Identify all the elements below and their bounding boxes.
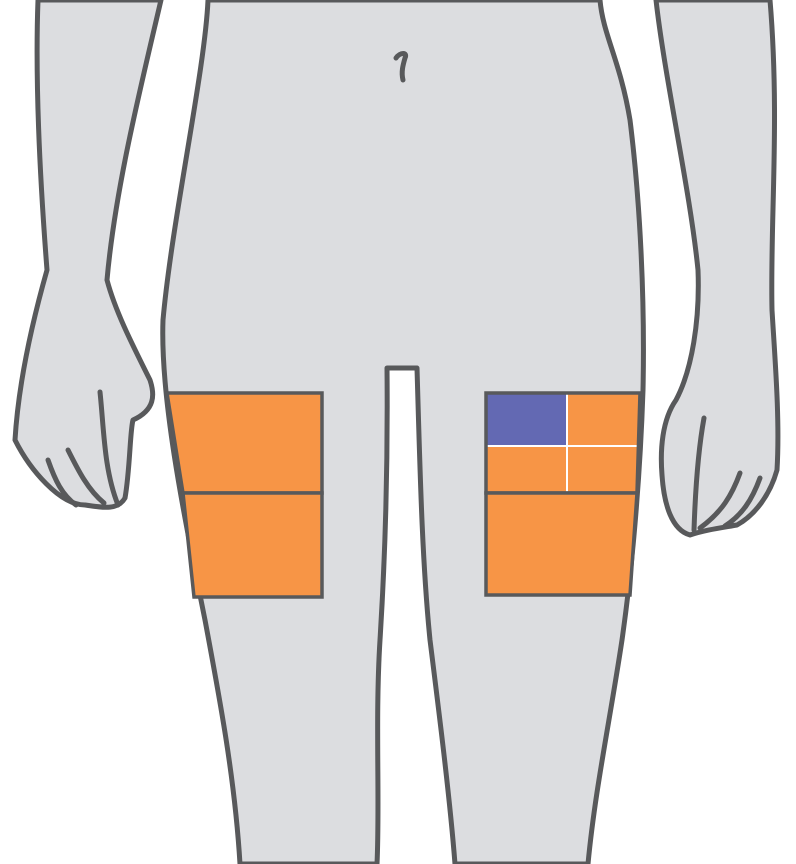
left-arm [12,0,164,510]
navel [393,51,409,83]
injection-zone-right-thigh-lower[interactable] [484,491,639,597]
injection-zone-right-thigh-upper-right-quadrant[interactable] [567,393,640,446]
left-hand-finger-2 [65,447,107,506]
right-arm [653,0,781,538]
injection-zone-left-thigh-upper[interactable] [164,391,324,495]
right-hand-thumb [691,415,707,533]
injection-zone-right-thigh-middle-left-quadrant[interactable] [486,446,567,493]
injection-zone-right-thigh-middle-right-quadrant[interactable] [567,446,638,493]
injection-zone-right-thigh-upper-left-quadrant[interactable] [486,393,567,446]
injection-zone-left-thigh-lower[interactable] [181,491,324,599]
left-hand-finger-1 [45,457,79,508]
left-hand-thumb [97,389,121,508]
right-hand-finger-2 [722,475,763,529]
right-hand-finger-1 [697,470,743,531]
